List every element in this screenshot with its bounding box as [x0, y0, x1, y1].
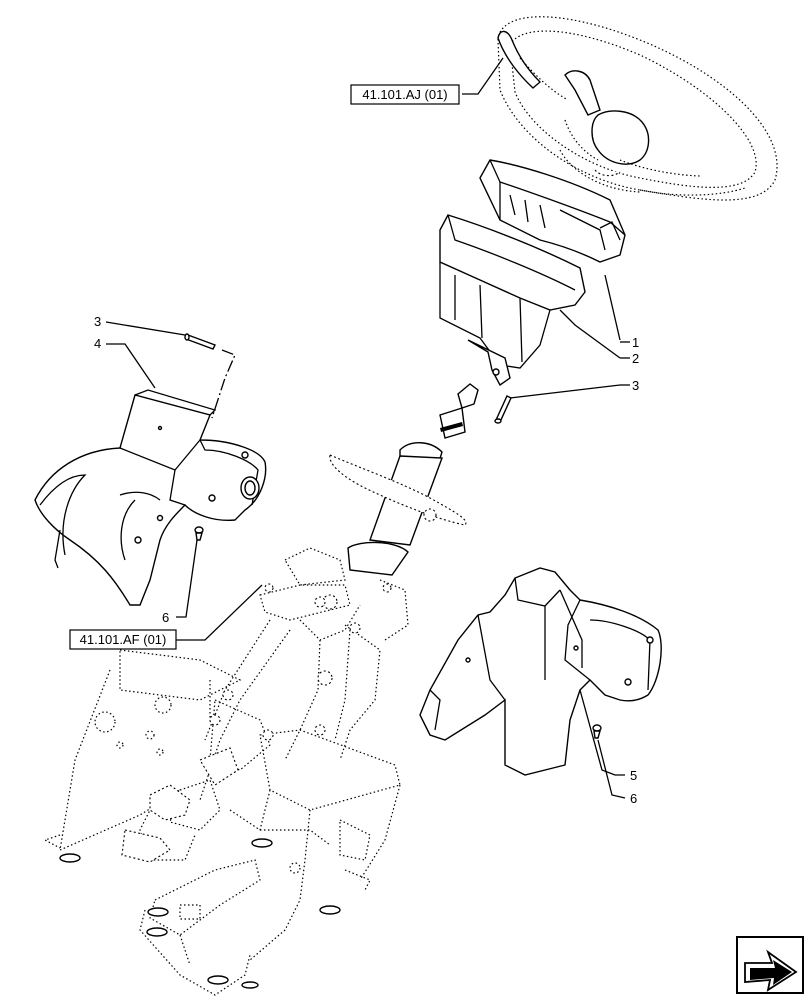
left-shroud-part-4 [34, 389, 267, 606]
right-shroud-part-5 [419, 567, 662, 776]
steering-column [329, 383, 479, 576]
callout-number-6: 6 [630, 791, 637, 806]
column-support-bracket [43, 547, 409, 996]
callout-number-3: 3 [632, 378, 639, 393]
reference-label: 41.101.AF (01) [80, 632, 167, 647]
assembly-centerline [211, 349, 236, 419]
reference-box-steering-column[interactable]: 41.101.AF (01) [69, 629, 177, 650]
callout-number-5: 5 [630, 768, 637, 783]
reference-label: 41.101.AJ (01) [362, 87, 447, 102]
next-page-arrow-icon[interactable] [736, 936, 804, 994]
screw-part-6-right [592, 724, 602, 739]
leader-lines [105, 57, 630, 799]
screw-part-3-left [184, 333, 216, 350]
reference-box-steering-wheel[interactable]: 41.101.AJ (01) [350, 84, 460, 105]
callout-number-2: 2 [632, 351, 639, 366]
screw-part-3-right [494, 395, 512, 424]
callout-number-4: 4 [94, 336, 101, 351]
callout-number-6: 6 [162, 610, 169, 625]
lower-shroud-part-2 [439, 214, 586, 387]
steering-wheel [497, 16, 778, 201]
callout-number-3: 3 [94, 314, 101, 329]
upper-shroud-part-1 [479, 159, 626, 263]
callout-number-1: 1 [632, 335, 639, 350]
screw-part-6-left [194, 526, 204, 541]
